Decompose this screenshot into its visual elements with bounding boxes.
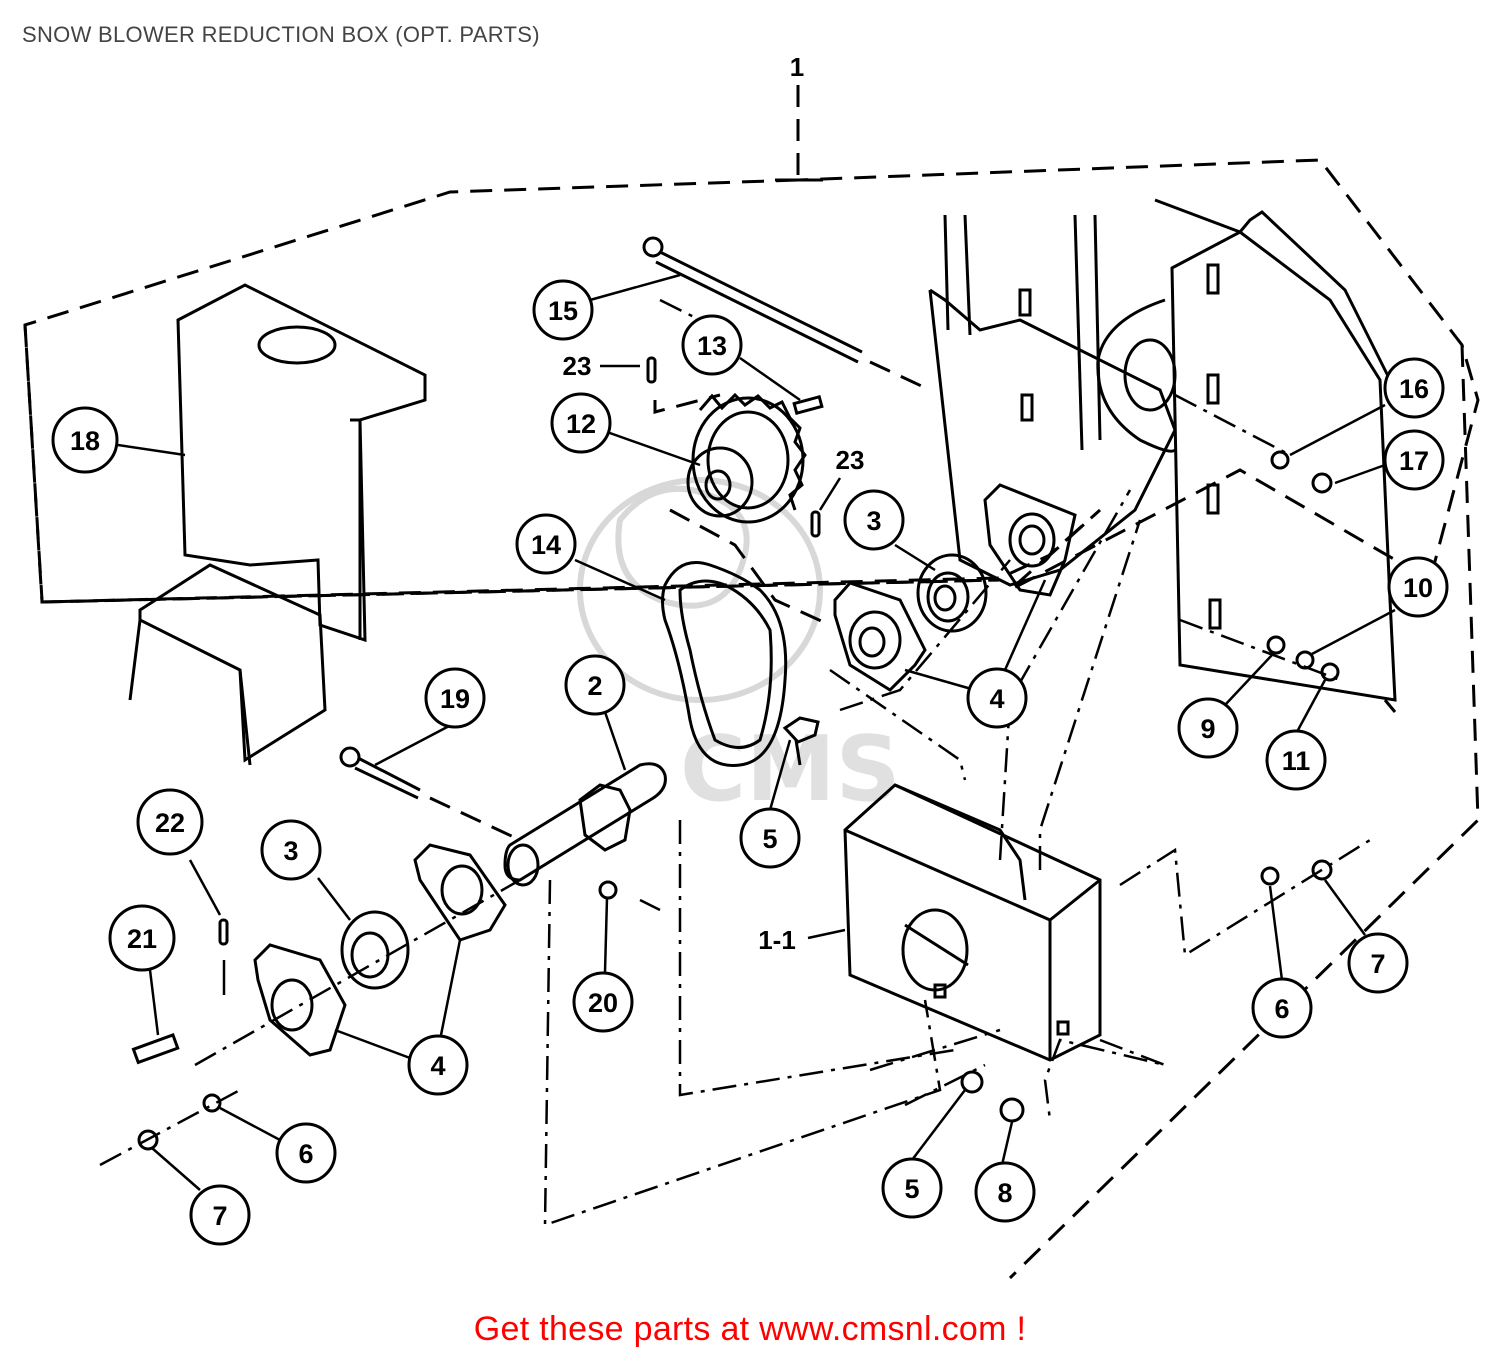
svg-text:9: 9: [1200, 714, 1215, 744]
svg-text:15: 15: [548, 296, 578, 326]
part-21-key: [131, 1033, 180, 1065]
callout-5-middle: 5: [739, 807, 801, 869]
svg-text:18: 18: [70, 426, 100, 456]
svg-text:6: 6: [1274, 994, 1289, 1024]
callout-11: 11: [1265, 729, 1327, 791]
svg-text:1-1: 1-1: [758, 925, 796, 955]
svg-text:23: 23: [836, 445, 865, 475]
svg-text:1: 1: [790, 52, 804, 82]
part-4-flange-upper: [983, 483, 1077, 597]
part-4-flange-middle: [833, 581, 927, 692]
part-1-housing-plate: [928, 198, 1397, 713]
assembly-outline: [23, 158, 1480, 604]
part-20-nut: [598, 880, 618, 900]
svg-text:11: 11: [1282, 746, 1311, 776]
part-19-bolt: [339, 746, 521, 842]
callout-23-top: 23: [563, 351, 640, 381]
svg-text:8: 8: [997, 1178, 1012, 1208]
diagram-title: SNOW BLOWER REDUCTION BOX (OPT. PARTS): [22, 22, 540, 47]
callout-1-1: 1-1: [758, 925, 796, 955]
svg-text:7: 7: [1370, 949, 1385, 979]
callout-3-lower: 3: [260, 819, 322, 881]
part-5-screw-middle: [782, 716, 820, 766]
callout-5-lower: 5: [881, 1157, 943, 1219]
part-7-washer-right: [1311, 859, 1333, 881]
part-7-washer-left: [137, 1129, 159, 1151]
svg-text:16: 16: [1399, 374, 1429, 404]
footer-link[interactable]: Get these parts at www.cmsnl.com !: [473, 1310, 1027, 1348]
svg-text:13: 13: [697, 331, 727, 361]
callout-14: 14: [515, 513, 577, 575]
callout-6-right: 6: [1251, 977, 1313, 1039]
callout-22: 22: [136, 788, 204, 856]
part-3-bearing-upper: [916, 553, 988, 633]
svg-text:22: 22: [155, 808, 185, 838]
callout-2: 2: [564, 654, 626, 716]
part-1-1-gearbox: [843, 783, 1102, 1062]
part-5-screw-lower: [960, 1070, 984, 1094]
part-23-pins: [646, 356, 821, 538]
part-6-nut-left: [202, 1093, 222, 1113]
callout-6-left: 6: [275, 1122, 337, 1184]
svg-text:20: 20: [588, 988, 618, 1018]
callout-21: 21: [108, 904, 176, 972]
callout-19: 19: [424, 667, 486, 729]
part-17-nut: [1311, 472, 1333, 494]
part-4-flange-lower-b: [253, 943, 347, 1057]
part-16-washer: [1270, 450, 1290, 470]
callout-8: 8: [974, 1161, 1036, 1223]
svg-text:6: 6: [298, 1139, 313, 1169]
part-9-washer: [1266, 635, 1286, 655]
part-14-chain: [661, 561, 788, 767]
svg-text:14: 14: [531, 530, 561, 560]
svg-text:4: 4: [430, 1051, 445, 1081]
svg-text:23: 23: [563, 351, 592, 381]
svg-text:12: 12: [566, 409, 596, 439]
callout-17: 17: [1383, 429, 1445, 491]
part-6-nut-right: [1260, 866, 1280, 886]
callout-3-upper: 3: [843, 489, 905, 551]
callout-1: 1: [790, 52, 804, 82]
callout-15: 15: [532, 279, 594, 341]
part-2-shaft: [503, 762, 667, 887]
callout-4-upper: 4: [966, 667, 1028, 729]
callout-16: 16: [1383, 357, 1445, 419]
callout-18: 18: [51, 406, 119, 474]
svg-text:4: 4: [989, 684, 1004, 714]
callout-7-right: 7: [1347, 932, 1409, 994]
callout-10: 10: [1387, 556, 1449, 618]
part-12-sprocket: [653, 392, 831, 627]
part-18-cover: [128, 283, 427, 766]
callout-9: 9: [1177, 697, 1239, 759]
callout-13: 13: [681, 314, 743, 376]
callout-23-mid: 23: [818, 445, 865, 511]
part-13-key: [792, 394, 824, 416]
svg-text:19: 19: [440, 684, 470, 714]
svg-text:17: 17: [1399, 446, 1429, 476]
part-22-pin: [218, 918, 229, 946]
svg-text:10: 10: [1403, 573, 1433, 603]
svg-text:3: 3: [283, 836, 298, 866]
svg-text:21: 21: [127, 924, 157, 954]
callout-7-left: 7: [189, 1184, 251, 1246]
callout-20: 20: [572, 971, 634, 1033]
svg-text:5: 5: [762, 824, 777, 854]
part-4-flange-lower-a: [413, 843, 507, 942]
svg-text:3: 3: [866, 506, 881, 536]
callout-4-lower: 4: [407, 1034, 469, 1096]
svg-text:7: 7: [212, 1201, 227, 1231]
part-8-bolt: [999, 1097, 1025, 1123]
callout-12: 12: [550, 392, 612, 454]
svg-text:5: 5: [904, 1174, 919, 1204]
part-15-bolt: [642, 236, 931, 392]
leader-lines: [117, 273, 1396, 1191]
svg-text:2: 2: [587, 671, 602, 701]
